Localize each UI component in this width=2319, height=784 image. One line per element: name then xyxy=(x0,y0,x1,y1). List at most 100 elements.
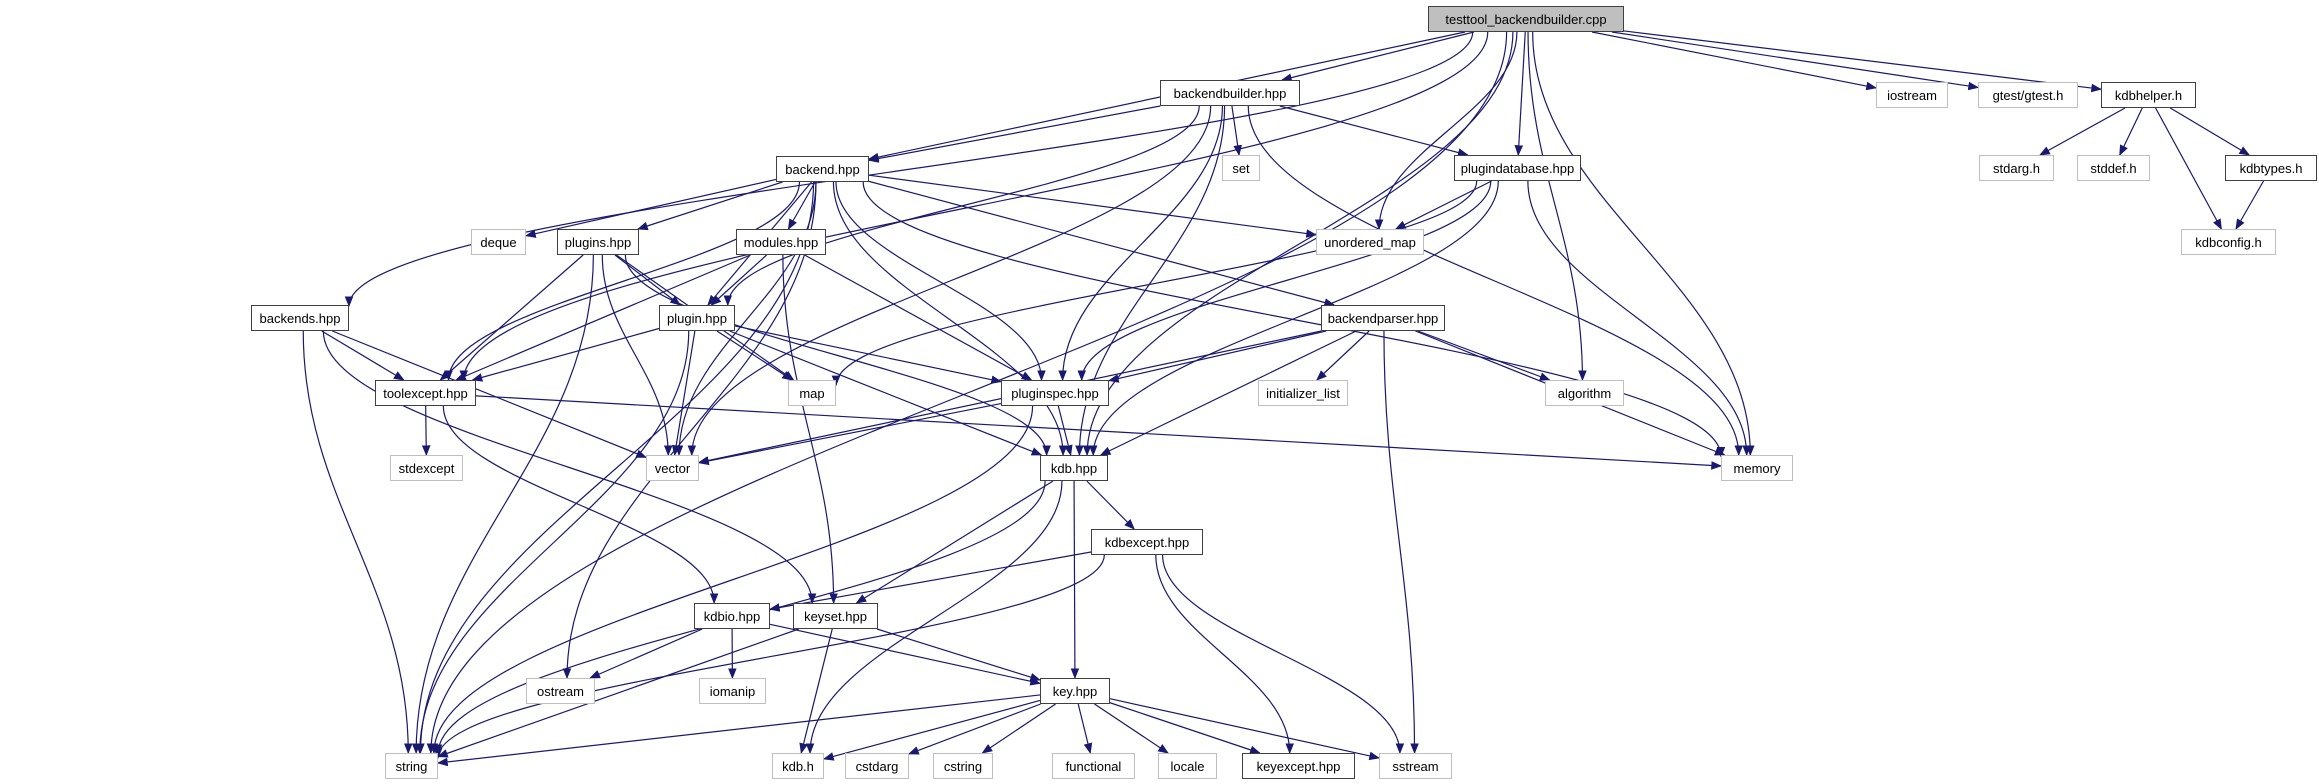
node-sstream[interactable]: sstream xyxy=(1379,753,1452,779)
edge-root-to-gtest xyxy=(1611,31,1980,91)
node-label: deque xyxy=(480,234,517,250)
node-kdbtypes[interactable]: kdbtypes.h xyxy=(2225,155,2317,181)
node-stddef[interactable]: stddef.h xyxy=(2077,155,2150,181)
node-root[interactable]: testtool_backendbuilder.cpp xyxy=(1428,6,1624,32)
edge-plugins-to-vector xyxy=(601,254,673,457)
edge-toolexcept-to-kdbio xyxy=(442,405,719,605)
edge-plugindatabase-to-memory xyxy=(1527,180,1751,457)
edge-plugindatabase-to-unordered_map xyxy=(1394,180,1492,230)
edge-backendbuilder-to-plugin xyxy=(723,105,1200,307)
edge-kdbhelper-to-stddef xyxy=(2119,107,2143,156)
edge-key-to-cstring xyxy=(981,703,1056,754)
node-plugin[interactable]: plugin.hpp xyxy=(659,305,735,331)
node-locale[interactable]: locale xyxy=(1158,753,1217,779)
node-kdbconfig[interactable]: kdbconfig.h xyxy=(2181,229,2276,255)
node-set[interactable]: set xyxy=(1222,155,1260,181)
edge-plugin-to-vector xyxy=(671,330,696,457)
node-iostream[interactable]: iostream xyxy=(1876,82,1948,108)
node-label: plugin.hpp xyxy=(667,310,727,326)
node-initializer-list[interactable]: initializer_list xyxy=(1258,380,1348,406)
edge-plugin-to-string xyxy=(415,330,690,755)
node-label: kdbhelper.h xyxy=(2114,87,2183,103)
node-kdb[interactable]: kdb.hpp xyxy=(1040,455,1108,481)
node-backends[interactable]: backends.hpp xyxy=(251,305,349,331)
node-label: algorithm xyxy=(1557,385,1612,401)
node-backendbuilder[interactable]: backendbuilder.hpp xyxy=(1160,80,1300,106)
edge-root-to-algorithm xyxy=(1527,31,1587,382)
edge-kdbio-to-ostream xyxy=(589,628,703,679)
edge-backendparser-to-sstream xyxy=(1383,330,1419,755)
node-kdbhelper[interactable]: kdbhelper.h xyxy=(2101,82,2196,108)
edge-backend-to-plugins xyxy=(636,181,783,231)
node-label: plugindatabase.hpp xyxy=(1460,160,1575,176)
edge-backend-to-string xyxy=(416,181,815,755)
node-kdbio[interactable]: kdbio.hpp xyxy=(694,603,770,629)
node-kdbexcept[interactable]: kdbexcept.hpp xyxy=(1091,529,1203,555)
edge-root-to-backends xyxy=(344,31,1474,308)
node-cstdarg[interactable]: cstdarg xyxy=(845,753,909,779)
node-memory[interactable]: memory xyxy=(1721,455,1793,481)
edge-backend-to-deque xyxy=(524,178,777,238)
edge-backendbuilder-to-backend xyxy=(867,105,1161,163)
node-keyset[interactable]: keyset.hpp xyxy=(793,603,878,629)
node-label: kdbexcept.hpp xyxy=(1104,534,1190,550)
node-gtest[interactable]: gtest/gtest.h xyxy=(1978,82,2078,108)
node-stdexcept[interactable]: stdexcept xyxy=(390,455,463,481)
node-label: kdbconfig.h xyxy=(2195,234,2262,250)
node-deque[interactable]: deque xyxy=(471,229,526,255)
node-label: keyset.hpp xyxy=(804,608,867,624)
node-map[interactable]: map xyxy=(788,380,836,406)
node-cstring[interactable]: cstring xyxy=(933,753,993,779)
node-label: modules.hpp xyxy=(743,234,819,250)
edge-backendbuilder-to-plugindatabase xyxy=(1279,105,1469,157)
edge-kdb-to-keyset xyxy=(855,480,1054,604)
node-stdarg[interactable]: stdarg.h xyxy=(1979,155,2054,181)
edge-plugin-to-toolexcept xyxy=(471,327,660,382)
node-string[interactable]: string xyxy=(385,753,438,779)
node-vector[interactable]: vector xyxy=(646,455,699,481)
edge-root-to-kdbhelper xyxy=(1623,30,2103,93)
node-backend[interactable]: backend.hpp xyxy=(776,156,869,182)
edge-backend-to-modules xyxy=(787,181,816,230)
node-backendparser[interactable]: backendparser.hpp xyxy=(1321,305,1445,331)
node-label: pluginspec.hpp xyxy=(1011,385,1099,401)
node-unordered-map[interactable]: unordered_map xyxy=(1316,229,1424,255)
edge-backends-to-toolexcept xyxy=(321,330,405,381)
node-label: testtool_backendbuilder.cpp xyxy=(1445,11,1607,27)
edge-modules-to-toolexcept xyxy=(455,254,751,381)
edge-backend-to-kdb xyxy=(832,181,1068,457)
node-key[interactable]: key.hpp xyxy=(1040,678,1110,704)
node-label: map xyxy=(799,385,825,401)
node-ostream[interactable]: ostream xyxy=(526,678,595,704)
edge-key-to-kdbh xyxy=(822,699,1041,761)
node-keyexcept[interactable]: keyexcept.hpp xyxy=(1242,753,1355,779)
node-label: initializer_list xyxy=(1266,385,1340,401)
edge-pluginspec-to-vector xyxy=(697,402,1002,466)
edge-root-to-backendbuilder xyxy=(1280,31,1475,82)
node-algorithm[interactable]: algorithm xyxy=(1545,380,1624,406)
edge-modules-to-plugin xyxy=(710,254,768,306)
node-pluginspec[interactable]: pluginspec.hpp xyxy=(1001,380,1109,406)
node-label: vector xyxy=(654,460,691,476)
edge-modules-to-keyset xyxy=(782,254,838,605)
node-toolexcept[interactable]: toolexcept.hpp xyxy=(375,380,476,406)
edge-backendparser-to-algorithm xyxy=(1417,330,1551,381)
edge-kdbexcept-to-keyexcept xyxy=(1155,554,1295,755)
node-iomanip[interactable]: iomanip xyxy=(699,678,766,704)
edge-keyset-to-string xyxy=(436,628,799,758)
node-label: string xyxy=(395,758,428,774)
edge-pluginspec-to-kdb xyxy=(1057,405,1073,457)
node-plugindatabase[interactable]: plugindatabase.hpp xyxy=(1454,155,1581,181)
edge-root-to-kdb xyxy=(1082,31,1514,457)
node-functional[interactable]: functional xyxy=(1052,753,1135,779)
edge-root-to-iostream xyxy=(1591,31,1878,91)
node-label: functional xyxy=(1065,758,1122,774)
node-kdbh[interactable]: kdb.h xyxy=(772,753,824,779)
edge-kdb-to-kdbh xyxy=(805,480,1063,755)
node-modules[interactable]: modules.hpp xyxy=(736,229,826,255)
node-plugins[interactable]: plugins.hpp xyxy=(557,229,639,255)
edge-backends-to-vector xyxy=(332,330,648,458)
edge-kdbtypes-to-kdbconfig xyxy=(2235,180,2265,230)
edge-backendparser-to-initializer_list xyxy=(1316,330,1370,381)
edge-kdbhelper-to-kdbconfig xyxy=(2155,107,2222,230)
